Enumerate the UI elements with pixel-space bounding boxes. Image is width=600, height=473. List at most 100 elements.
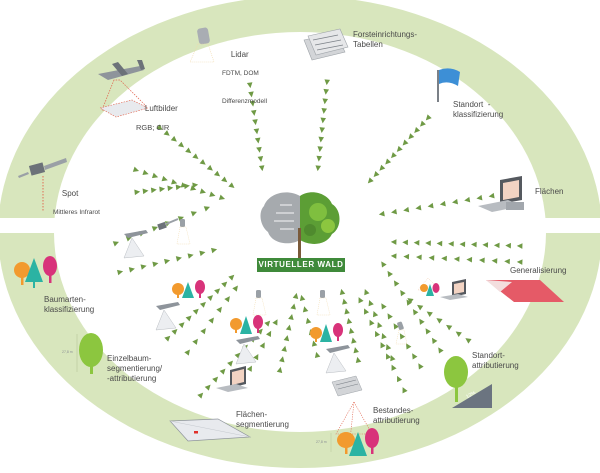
arrow-head-icon <box>246 365 252 372</box>
arrow-head-icon <box>183 183 190 190</box>
arrow-head-icon <box>344 308 350 315</box>
arrow-head-icon <box>464 196 471 203</box>
arrow-head-icon <box>373 171 380 178</box>
lidar-scanner-icon <box>189 27 215 63</box>
arrow-head-icon <box>390 239 397 245</box>
flag-icon <box>437 68 460 102</box>
arrow-head-icon <box>385 344 392 351</box>
arrow-head-icon <box>272 319 278 326</box>
tree-height-label: 27,8 m <box>62 350 73 354</box>
arrow-head-icon <box>249 100 256 107</box>
arrow-head-icon <box>367 177 374 184</box>
label-standort-attributierung: Standort- attributierung <box>472 351 519 370</box>
label-spot-title: Spot <box>61 189 79 198</box>
label-bestandes: Bestandes- attributierung <box>373 406 420 425</box>
arrow-head-icon <box>221 176 228 183</box>
virtual-forest-title: VIRTUELLER WALD <box>257 258 345 272</box>
arrow-head-icon <box>406 343 412 350</box>
arrow-head-icon <box>156 124 163 131</box>
arrow-head-icon <box>288 313 294 321</box>
arrow-head-icon <box>385 158 392 165</box>
arrow-head-icon <box>428 255 435 261</box>
arrow-head-icon <box>452 198 459 205</box>
arrow-head-icon <box>211 247 218 254</box>
arrow-head-icon <box>314 351 321 359</box>
arrow-head-icon <box>112 241 119 247</box>
arrow-head-icon <box>381 261 387 268</box>
inner-lidar-icon-2 <box>252 290 267 316</box>
arrow-head-icon <box>185 147 192 154</box>
arrow-head-icon <box>152 261 159 268</box>
inner-computer-icon <box>216 366 248 392</box>
arrow-head-icon <box>192 308 199 315</box>
arrow-head-icon <box>491 258 498 264</box>
arrow-head-icon <box>348 327 355 334</box>
arrow-head-icon <box>420 120 426 127</box>
arrow-head-icon <box>134 189 141 196</box>
label-lidar-sub-2: Differenzmodell <box>222 98 268 105</box>
arrow-head-icon <box>355 356 362 363</box>
arrow-head-icon <box>351 337 357 344</box>
arrow-head-icon <box>171 178 178 185</box>
arrow-head-icon <box>322 98 329 105</box>
arrow-head-icon <box>339 288 346 295</box>
arrow-head-icon <box>364 289 370 296</box>
arrow-head-icon <box>391 152 397 159</box>
arrow-head-icon <box>482 242 489 248</box>
label-generalisierung: Generalisierung <box>510 266 567 275</box>
label-flaechensegmentierung: Flächen- segmentierung <box>236 410 289 429</box>
arrow-head-icon <box>320 117 327 124</box>
arrow-head-icon <box>213 170 221 177</box>
arrow-head-icon <box>305 317 312 324</box>
arrow-head-icon <box>265 330 272 338</box>
arrow-head-icon <box>406 299 412 306</box>
arrow-head-icon <box>142 169 149 176</box>
arrow-head-icon <box>299 294 306 302</box>
arrow-head-icon <box>206 164 213 171</box>
arrow-head-icon <box>132 166 140 172</box>
arrow-head-icon <box>412 353 418 360</box>
arrow-head-icon <box>369 319 375 326</box>
arrow-head-icon <box>128 267 135 273</box>
arrow-head-icon <box>439 200 446 207</box>
arrow-head-icon <box>393 280 400 287</box>
arrow-head-icon <box>253 353 259 361</box>
arrow-head-icon <box>197 392 204 399</box>
inner-trees-icon-3 <box>310 323 343 342</box>
arrow-head-icon <box>151 172 159 179</box>
label-forsteinrichtung: Forsteinrichtungs- Tabellen <box>353 30 418 49</box>
arrow-head-icon <box>402 387 408 394</box>
inner-airplane-icon-4 <box>325 345 350 374</box>
arrow-head-icon <box>414 126 421 133</box>
arrow-head-icon <box>446 324 453 331</box>
arrow-head-icon <box>364 308 370 315</box>
arrow-head-icon <box>257 156 264 162</box>
arrow-head-icon <box>431 337 438 344</box>
arrow-head-icon <box>185 315 192 322</box>
arrow-head-icon <box>125 236 132 242</box>
arrow-head-icon <box>488 192 495 199</box>
arrow-head-icon <box>227 360 233 367</box>
arrow-head-icon <box>415 204 422 211</box>
arrow-head-icon <box>199 159 206 165</box>
arrow-head-icon <box>253 128 260 135</box>
arrow-head-icon <box>417 304 424 311</box>
arrow-head-icon <box>319 127 326 133</box>
arrow-head-icon <box>279 356 285 363</box>
label-lidar: Lidar FDTM, DOM Differenzmodell <box>222 40 267 126</box>
arrow-head-icon <box>200 328 206 335</box>
area-plane-icon <box>169 418 252 442</box>
arrow-head-icon <box>117 269 124 276</box>
label-lidar-title: Lidar <box>230 50 249 59</box>
slope-tree-icon <box>444 356 492 408</box>
virtual-forest-tree-logo <box>260 192 340 258</box>
arrow-head-icon <box>232 285 238 292</box>
arrow-head-icon <box>390 253 397 259</box>
tree-species-icon <box>14 256 57 288</box>
arrow-head-icon <box>203 206 210 212</box>
arrow-head-icon <box>177 216 184 222</box>
arrow-head-icon <box>407 298 414 304</box>
arrow-head-icon <box>426 311 433 317</box>
